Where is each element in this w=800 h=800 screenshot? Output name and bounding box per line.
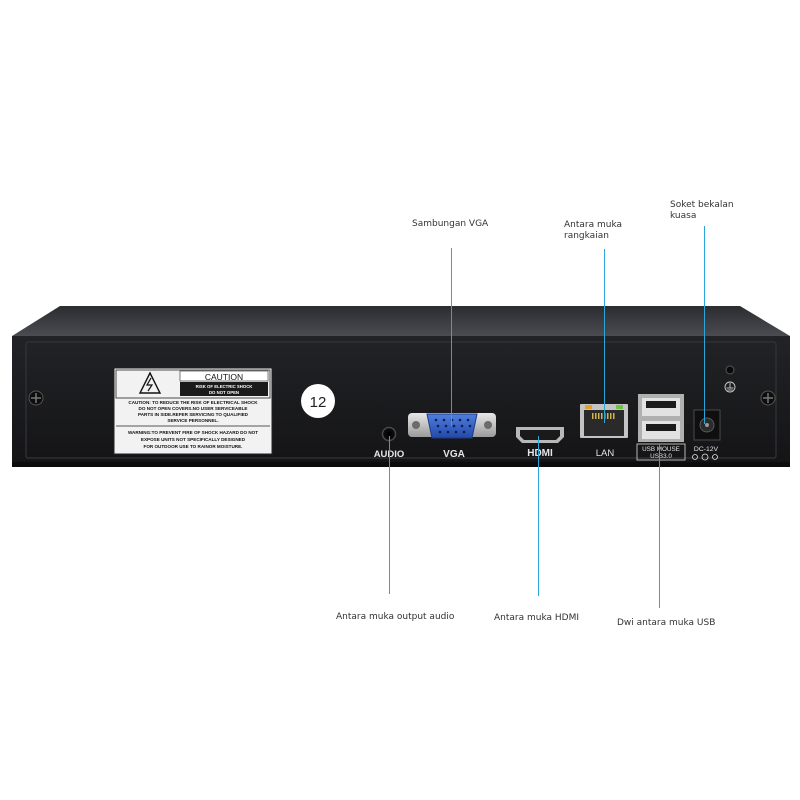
caution-label: CAUTION RISK OF ELECTRIC SHOCK DO NOT OP… (113, 367, 273, 455)
polarity-icon (692, 453, 718, 461)
dc-label: DC-12V (694, 446, 719, 453)
hdmi-port (516, 427, 564, 443)
svg-text:12: 12 (310, 394, 327, 411)
callout-power: Soket bekalan kuasa (670, 200, 734, 222)
screw-right (760, 390, 776, 406)
leader-line-power (704, 226, 705, 424)
ground-screw (725, 365, 735, 375)
vga-label: VGA (443, 449, 465, 460)
svg-text:CAUTION: TO REDUCE THE RISK OF: CAUTION: TO REDUCE THE RISK OF ELECTRICA… (128, 400, 258, 405)
svg-text:WARNING:TO PREVENT FIRE OF SHO: WARNING:TO PREVENT FIRE OF SHOCK HAZARD … (128, 430, 258, 435)
callout-network: Antara muka rangkaian (564, 220, 622, 242)
svg-text:EXPOSE UNITS NOT SPECIFICALLY: EXPOSE UNITS NOT SPECIFICALLY DESIGNED (141, 437, 246, 442)
leader-line-network (604, 249, 605, 423)
callout-network-line1: Antara muka (564, 220, 623, 230)
number-sticker: 12 (301, 384, 335, 418)
warning-triangle-icon (138, 371, 162, 394)
svg-text:PARTS IN SIDE.REFER SERVICING: PARTS IN SIDE.REFER SERVICING TO QUALIFI… (138, 412, 249, 417)
svg-text:SERVICE PERSONNEL.: SERVICE PERSONNEL. (167, 418, 218, 423)
usb-ports (636, 394, 686, 461)
vga-port (408, 413, 496, 439)
svg-text:FOR OUTDOOR USE TO RAINOR MOIS: FOR OUTDOOR USE TO RAINOR MOISTURE. (144, 444, 243, 449)
chassis-top (12, 306, 790, 336)
svg-text:RISK OF ELECTRIC SHOCK: RISK OF ELECTRIC SHOCK (196, 384, 254, 389)
screw-left (28, 390, 44, 406)
svg-text:DO NOT OPEN COVERS.NO USER SER: DO NOT OPEN COVERS.NO USER SERVICEABLE (139, 406, 248, 411)
callout-usb: Dwi antara muka USB (617, 618, 716, 628)
callout-power-line1: Soket bekalan (670, 200, 734, 210)
usb-label-line1: USB MOUSE (642, 446, 680, 453)
lan-label: LAN (596, 448, 615, 459)
ground-symbol-icon (724, 381, 736, 393)
audio-port (381, 426, 397, 442)
callout-power-line2: kuasa (670, 211, 697, 221)
callout-audio: Antara muka output audio (336, 612, 455, 622)
leader-line-usb (659, 444, 660, 608)
caution-title: CAUTION (205, 372, 243, 382)
leader-line-vga (451, 248, 452, 426)
leader-line-audio (389, 436, 390, 594)
svg-text:DO NOT OPEN: DO NOT OPEN (209, 390, 239, 395)
leader-line-hdmi (538, 436, 539, 596)
callout-hdmi: Antara muka HDMI (494, 613, 579, 623)
power-port (693, 409, 721, 441)
usb-label-line2: USB3.0 (650, 453, 672, 460)
callout-network-line2: rangkaian (564, 231, 609, 241)
callout-vga: Sambungan VGA (412, 219, 489, 229)
hdmi-label: HDMI (527, 448, 553, 459)
